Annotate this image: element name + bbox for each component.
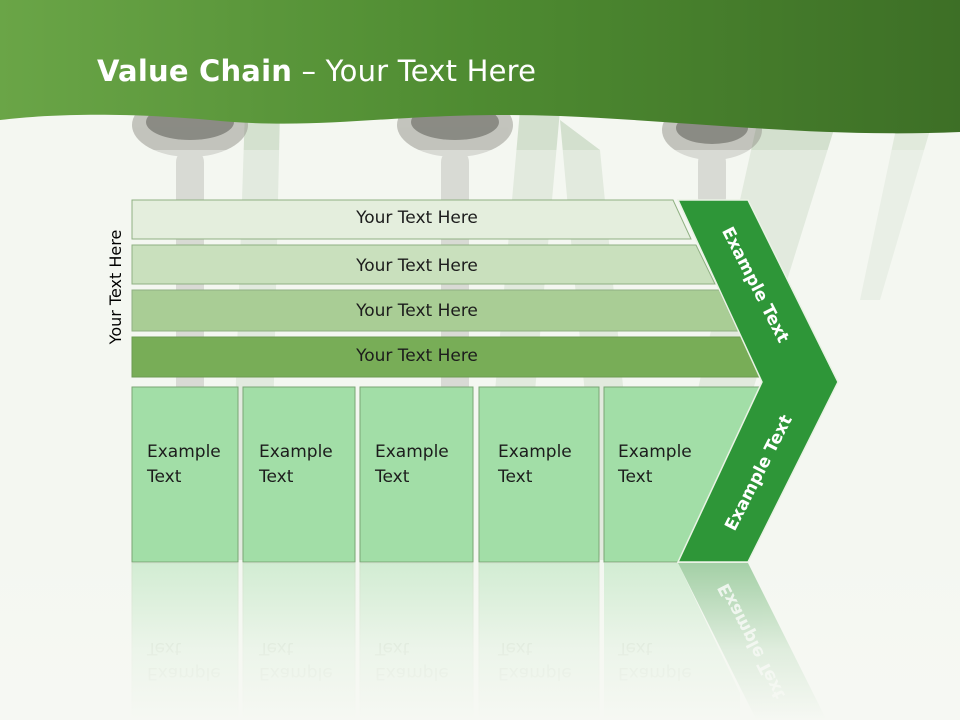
row-label-3: Your Text Here	[356, 301, 478, 321]
row-label-1: Your Text Here	[356, 208, 478, 228]
row-bar-2	[131, 244, 716, 285]
cell-box-3	[359, 386, 474, 563]
cell-box-2	[242, 386, 356, 563]
page-title: Value Chain – Your Text Here	[97, 54, 537, 88]
chevron-arrow	[676, 199, 839, 563]
reflection-fade	[0, 563, 960, 720]
row-label-2: Your Text Here	[356, 256, 478, 276]
row-label-4: Your Text Here	[356, 346, 478, 366]
cell-box-4	[478, 386, 600, 563]
cell-box-1	[131, 386, 239, 563]
row-bar-1	[131, 199, 692, 240]
